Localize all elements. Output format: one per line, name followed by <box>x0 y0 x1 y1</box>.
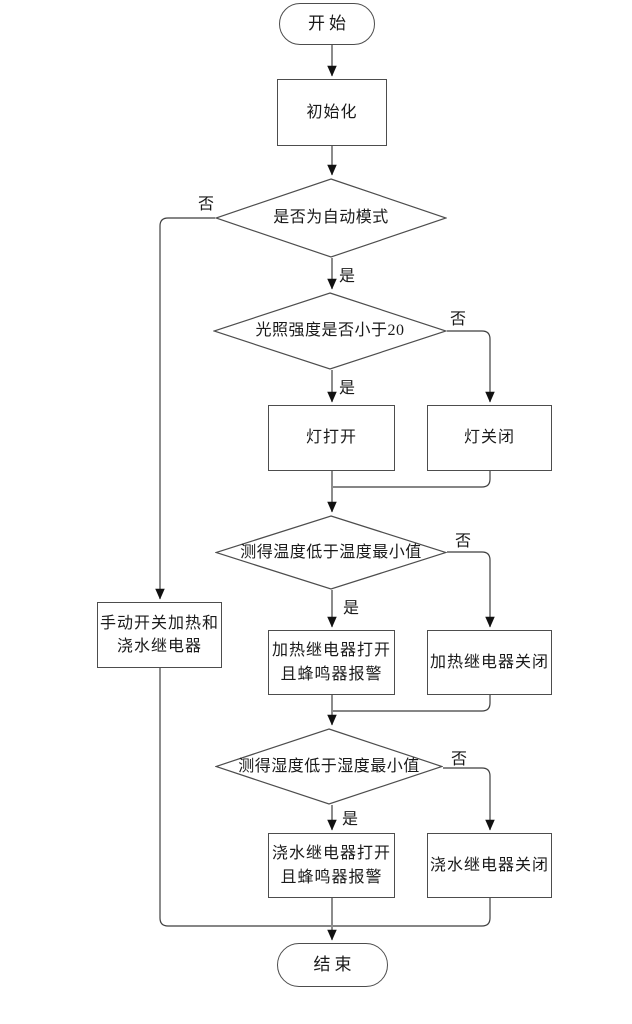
edge-label-light-no: 否 <box>449 311 467 328</box>
decision-auto-mode: 是否为自动模式 <box>215 178 447 258</box>
edge-label-light-yes: 是 <box>338 380 356 397</box>
node-manual-relay: 手动开关加热和 浇水继电器 <box>97 602 222 668</box>
node-light-on: 灯打开 <box>268 405 395 471</box>
edge-label-temp-no: 否 <box>454 533 472 550</box>
node-light-off: 灯关闭 <box>427 405 552 471</box>
node-start-label: 开始 <box>308 13 350 33</box>
edge-label-humid-no: 否 <box>450 751 468 768</box>
node-heat-relay-on-label: 加热继电器打开 且蜂鸣器报警 <box>271 642 391 683</box>
node-light-on-label: 灯打开 <box>305 429 357 447</box>
decision-temperature: 测得温度低于温度最小值 <box>215 515 447 590</box>
edge-label-auto-no: 否 <box>197 196 215 213</box>
edge-label-humid-yes: 是 <box>341 811 359 828</box>
decision-light-intensity: 光照强度是否小于20 <box>213 292 447 370</box>
node-light-off-label: 灯关闭 <box>463 429 515 447</box>
decision-humidity: 测得湿度低于湿度最小值 <box>215 728 443 805</box>
decision-light-intensity-label: 光照强度是否小于20 <box>255 322 405 340</box>
decision-temperature-label: 测得温度低于温度最小值 <box>240 543 422 561</box>
node-manual-relay-label: 手动开关加热和 浇水继电器 <box>99 614 219 655</box>
node-end-label: 结束 <box>313 954 356 974</box>
node-start: 开始 <box>279 3 375 45</box>
node-init: 初始化 <box>277 79 387 146</box>
node-water-relay-off: 浇水继电器关闭 <box>427 833 552 898</box>
node-heat-relay-off: 加热继电器关闭 <box>427 630 552 695</box>
node-end: 结束 <box>277 943 388 987</box>
edge-label-temp-yes: 是 <box>342 600 360 617</box>
edge-label-auto-yes: 是 <box>338 268 356 285</box>
decision-auto-mode-label: 是否为自动模式 <box>273 209 389 227</box>
node-water-relay-off-label: 浇水继电器关闭 <box>429 856 549 874</box>
node-heat-relay-off-label: 加热继电器关闭 <box>429 653 549 671</box>
diamond-shape <box>213 292 447 370</box>
node-heat-relay-on: 加热继电器打开 且蜂鸣器报警 <box>268 630 395 695</box>
diamond-shape <box>215 728 443 805</box>
diamond-shape <box>215 515 447 590</box>
decision-humidity-label: 测得湿度低于湿度最小值 <box>238 757 420 775</box>
node-water-relay-on-label: 浇水继电器打开 且蜂鸣器报警 <box>271 845 391 886</box>
node-init-label: 初始化 <box>306 103 358 121</box>
node-water-relay-on: 浇水继电器打开 且蜂鸣器报警 <box>268 833 395 898</box>
diamond-shape <box>215 178 447 258</box>
